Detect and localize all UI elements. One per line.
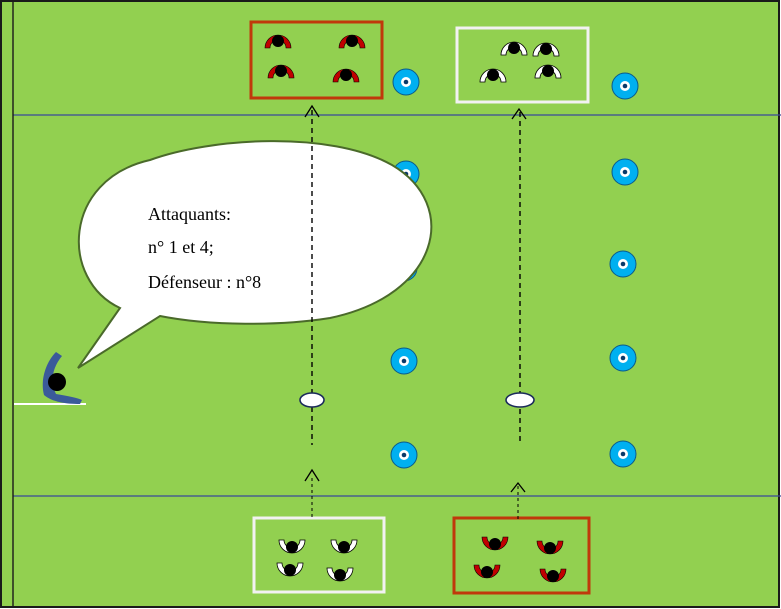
white-group-box-top bbox=[455, 26, 590, 104]
ball-icon bbox=[299, 392, 325, 408]
arrow-up-icon bbox=[511, 107, 527, 120]
white-group-box-bottom bbox=[252, 516, 386, 594]
ball-icon bbox=[505, 392, 535, 408]
cone-icon bbox=[609, 344, 637, 372]
arrow-up-icon bbox=[304, 468, 320, 482]
cone-icon bbox=[611, 158, 639, 186]
cone-icon bbox=[390, 347, 418, 375]
red-group-box-top bbox=[249, 20, 384, 100]
cone-icon bbox=[611, 72, 639, 100]
bubble-line-numbers: n° 1 et 4; bbox=[148, 237, 214, 257]
bubble-line-defenseur: Défenseur : n°8 bbox=[148, 272, 262, 292]
arrow-up-icon bbox=[304, 104, 320, 118]
cone-icon bbox=[392, 68, 420, 96]
red-group-box-bottom bbox=[452, 516, 591, 595]
cone-icon bbox=[609, 440, 637, 468]
cone-icon bbox=[390, 441, 418, 469]
cone-icon bbox=[609, 250, 637, 278]
speech-bubble bbox=[77, 140, 433, 369]
bubble-line-attaquants: Attaquants: bbox=[148, 204, 231, 224]
arrow-up-icon bbox=[510, 481, 526, 493]
coach-icon bbox=[14, 352, 86, 405]
